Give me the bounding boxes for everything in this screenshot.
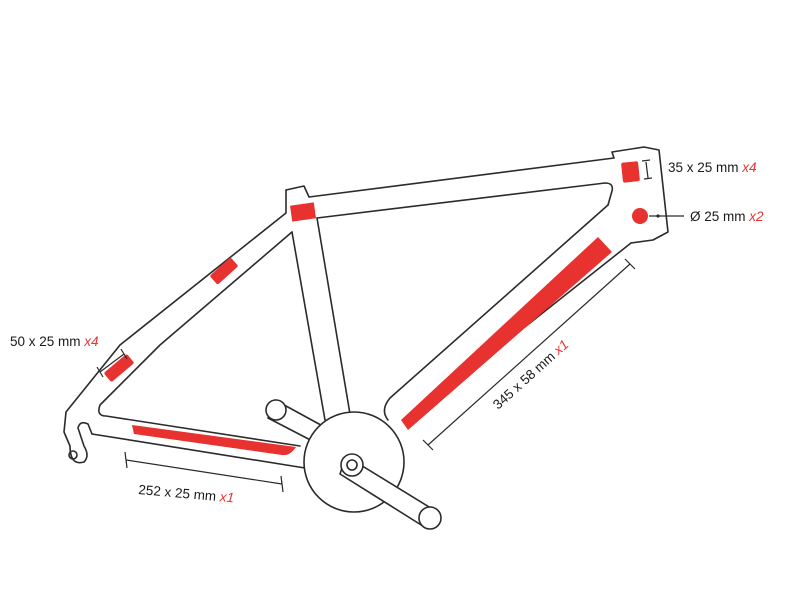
top-tube <box>285 146 669 244</box>
top-tube-inner <box>316 182 614 219</box>
chain-stay <box>91 433 306 469</box>
label-50x25: 50 x 25 mm x4 <box>10 334 99 349</box>
patch-chain-stay <box>132 425 296 456</box>
seat-stay-inner <box>98 231 301 447</box>
seat-tube-left <box>291 231 326 421</box>
bike-frame <box>63 146 669 530</box>
dropout-hole <box>68 450 78 460</box>
crank-spindle-inner <box>346 459 358 471</box>
label-round-25: Ø 25 mm x2 <box>690 209 764 224</box>
crank-spindle <box>340 453 364 477</box>
dimension-lines <box>96 159 684 493</box>
patch-seat-stay-lower <box>104 354 134 382</box>
label-252x25: 252 x 25 mm x1 <box>138 482 235 505</box>
patch-seat-stay-upper <box>210 257 238 285</box>
patch-top-tube <box>290 202 316 222</box>
label-35x25: 35 x 25 mm x4 <box>668 160 757 175</box>
patch-round <box>632 208 648 224</box>
seat-tube-right <box>316 217 351 415</box>
patch-head-tube-small <box>621 161 640 183</box>
patch-down-tube <box>401 237 612 430</box>
front-pedal-mount <box>418 506 442 530</box>
rear-pedal-mount <box>265 399 287 421</box>
seat-stay-outer <box>63 189 287 464</box>
patches <box>104 161 648 456</box>
label-345x58: 345 x 58 mm x1 <box>490 337 571 412</box>
down-tube-lower <box>383 204 609 421</box>
